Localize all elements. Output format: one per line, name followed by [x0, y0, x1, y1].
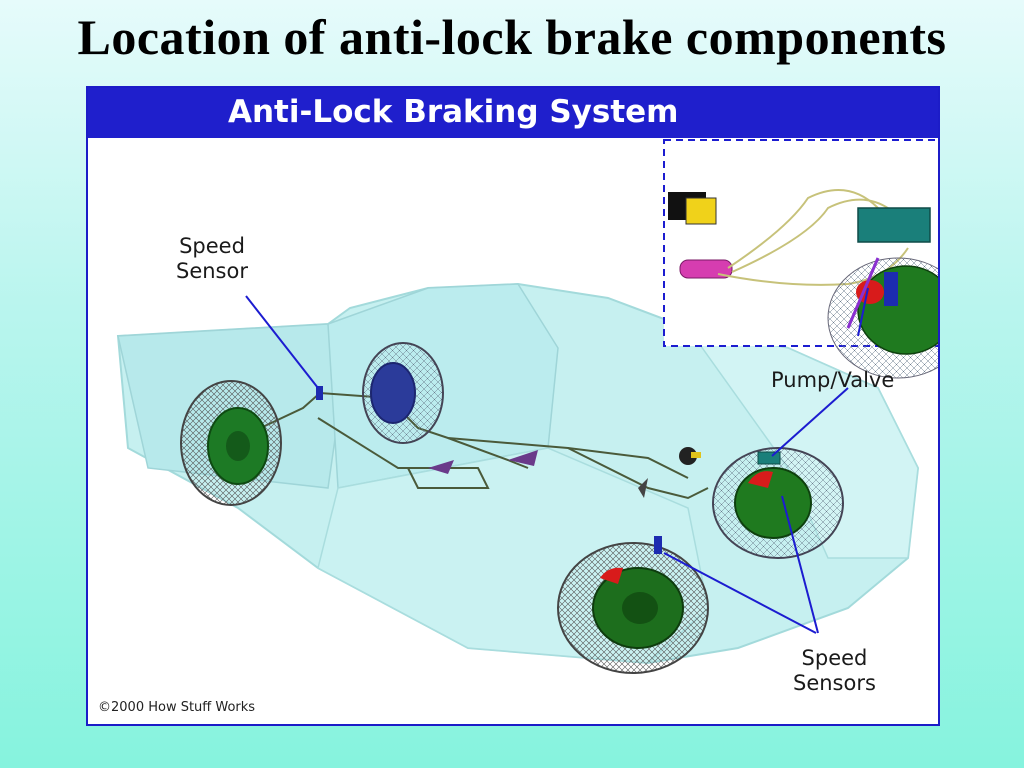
speed-sensor-label: Speed Sensor — [176, 234, 248, 284]
callout-lines — [245, 287, 869, 634]
pump-valve-label: Pump/Valve — [771, 368, 895, 392]
rear-left-wheel — [180, 380, 282, 506]
front-right-wheel — [712, 447, 844, 559]
front-left-wheel — [557, 542, 709, 674]
rear-right-wheel — [362, 342, 444, 444]
slide-title: Location of anti-lock brake components — [77, 9, 947, 65]
speed-sensors-label-line2: Sensors — [793, 671, 876, 695]
car-illustration — [116, 139, 938, 674]
speed-sensor-label-line1: Speed — [179, 234, 245, 258]
diagram-banner-title: Anti-Lock Braking System — [228, 94, 679, 130]
diagram-banner: Anti-Lock Braking System — [88, 88, 938, 138]
speed-sensors-label: Speed Sensors — [793, 646, 876, 696]
speed-sensor-label-line2: Sensor — [176, 259, 248, 283]
speed-sensors-label-line1: Speed — [801, 646, 868, 670]
pump-valve-inset — [663, 139, 938, 379]
abs-diagram-figure: Anti-Lock Braking System — [86, 86, 940, 726]
copyright-notice: ©2000 How Stuff Works — [98, 700, 256, 715]
